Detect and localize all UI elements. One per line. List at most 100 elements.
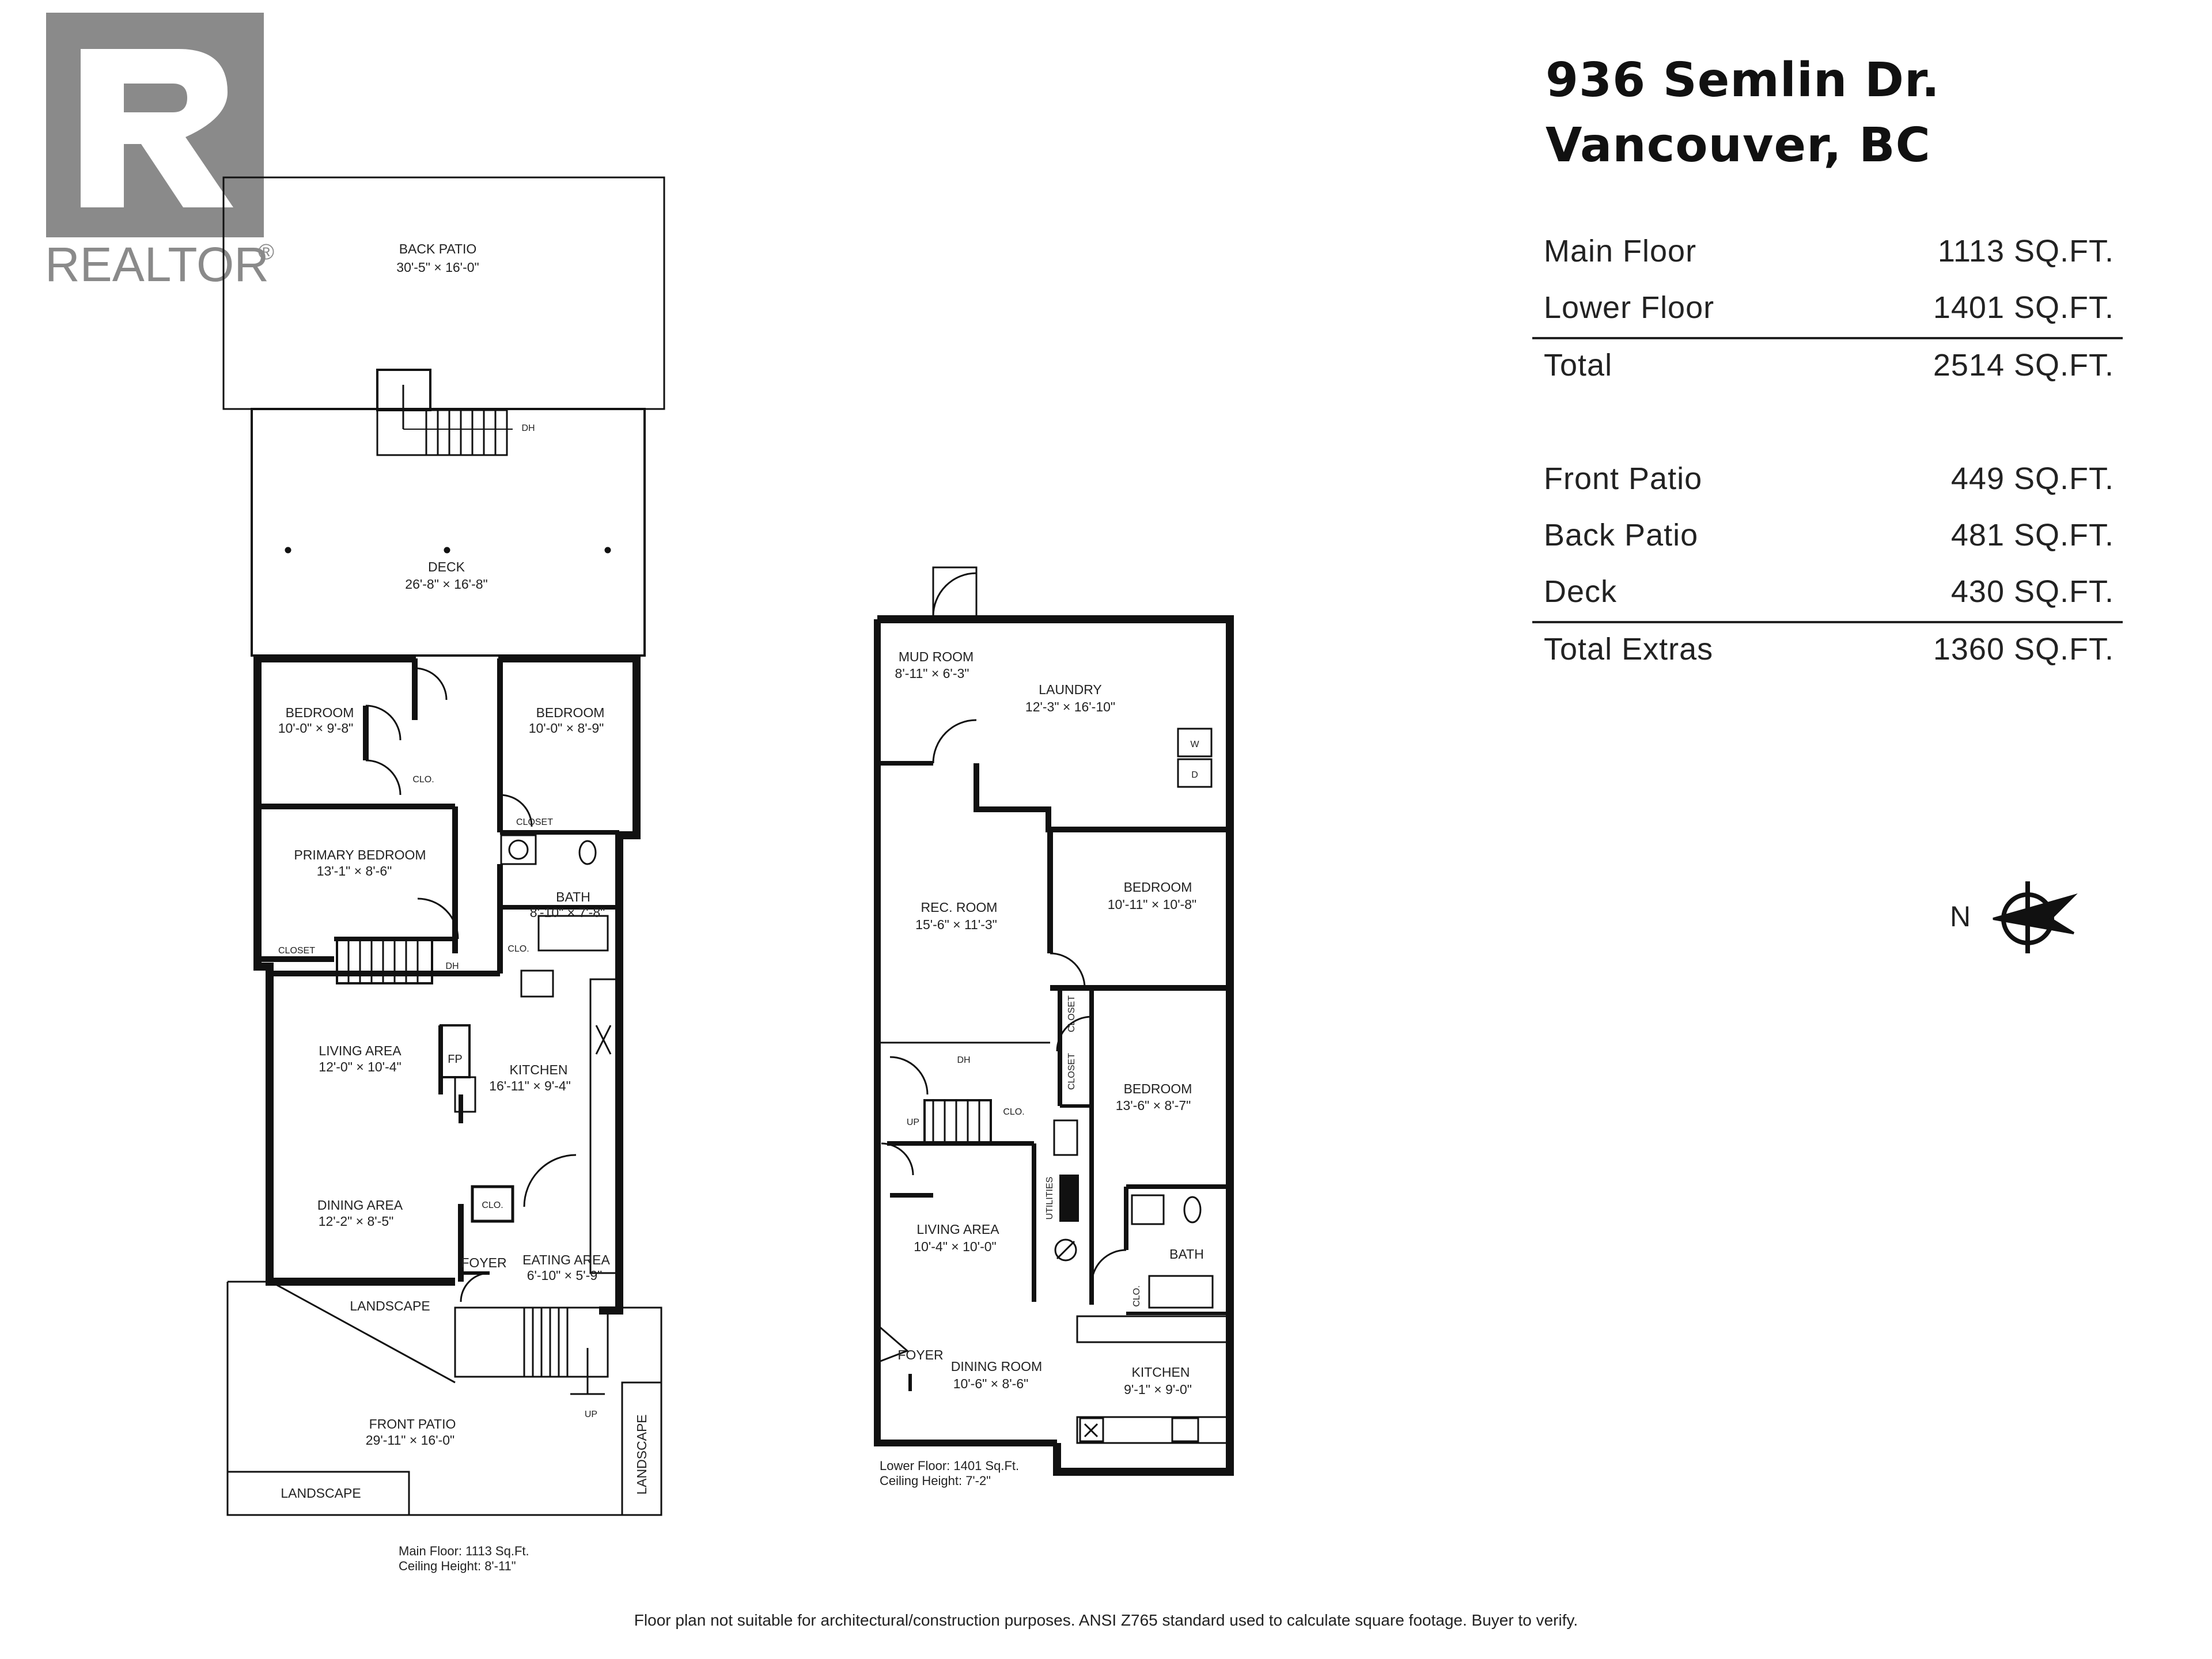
room-dimensions: 12'-2" × 8'-5" (319, 1214, 394, 1229)
room-dimensions: 8'-10" × 7'-8" (530, 905, 605, 920)
back-patio-outline (222, 176, 665, 410)
room-dimensions: 12'-3" × 16'-10" (1025, 699, 1115, 714)
room-dimensions: 12'-0" × 10'-4" (319, 1059, 401, 1074)
lower-floor-plan (874, 566, 1234, 1476)
disclaimer: Floor plan not suitable for architectura… (634, 1611, 1578, 1629)
lower-floor-ceiling: Ceiling Height: 7'-2" (880, 1474, 991, 1488)
foyer-label: FOYER (897, 1347, 943, 1362)
area-value: 1360 SQ.FT. (1933, 632, 2114, 666)
main-floor-caption: Main Floor: 1113 Sq.Ft. (399, 1544, 529, 1558)
area-row-front-patio: Front Patio 449 SQ.FT. (1538, 461, 2114, 513)
room-dimensions: 13'-1" × 8'-6" (317, 863, 392, 878)
room-label: PRIMARY BEDROOM (294, 847, 426, 862)
room-dimensions: 15'-6" × 11'-3" (915, 917, 997, 932)
main-floor-ceiling: Ceiling Height: 8'-11" (399, 1559, 516, 1573)
washer-label: W (1190, 740, 1199, 749)
area-row-lower-floor: Lower Floor 1401 SQ.FT. (1538, 290, 2114, 342)
room-label: REC. ROOM (921, 900, 998, 915)
room-dimensions: 8'-11" × 6'-3" (895, 666, 969, 681)
realtor-logo-text: REALTOR (45, 237, 269, 291)
room-label: DINING ROOM (951, 1359, 1042, 1374)
foyer-label: FOYER (461, 1255, 506, 1270)
area-label: Total (1544, 348, 1613, 382)
room-dimensions: 13'-6" × 8'-7" (1116, 1098, 1191, 1113)
fireplace-label: FP (448, 1053, 463, 1066)
area-label: Front Patio (1544, 461, 1703, 496)
room-dimensions: 29'-11" × 16'-0" (366, 1433, 454, 1448)
area-label: Main Floor (1544, 234, 1697, 268)
room-dimensions: 16'-11" × 9'-4" (489, 1078, 571, 1093)
room-label: EATING AREA (522, 1252, 610, 1267)
dh-label: DH (521, 423, 535, 433)
area-label: Back Patio (1544, 518, 1699, 552)
room-dimensions: 6'-10" × 5'-9" (527, 1268, 603, 1283)
address-line-1: 936 Semlin Dr. (1546, 53, 1940, 108)
room-label: BATH (556, 889, 590, 904)
room-dimensions: 10'-0" × 8'-9" (529, 721, 604, 736)
closet-label: CLOSET (1067, 995, 1077, 1032)
closet-label: CLOSET (278, 946, 315, 956)
dryer-label: D (1191, 770, 1198, 780)
room-label: BEDROOM (286, 705, 354, 720)
dh-label: DH (445, 961, 459, 971)
room-dimensions: 10'-11" × 10'-8" (1108, 897, 1196, 912)
room-label: BEDROOM (1124, 880, 1192, 895)
room-label: KITCHEN (510, 1062, 568, 1077)
landscape-label: LANDSCAPE (634, 1414, 649, 1494)
up-label: UP (907, 1118, 919, 1127)
room-label: MUD ROOM (899, 649, 974, 664)
area-value: 2514 SQ.FT. (1933, 348, 2114, 382)
area-row-main-floor: Main Floor 1113 SQ.FT. (1538, 233, 2114, 285)
area-label: Lower Floor (1544, 290, 1715, 325)
room-label: BEDROOM (536, 705, 605, 720)
area-label: Total Extras (1544, 632, 1714, 666)
divider (1532, 337, 2123, 339)
address-line-2: Vancouver, BC (1546, 118, 1931, 173)
area-value: 1113 SQ.FT. (1937, 234, 2114, 268)
closet-label: CLOSET (1067, 1053, 1077, 1090)
area-value: 430 SQ.FT. (1950, 574, 2114, 609)
area-value: 449 SQ.FT. (1950, 461, 2114, 496)
area-label: Deck (1544, 574, 1618, 609)
dh-label: DH (957, 1055, 970, 1065)
area-row-total-extras: Total Extras 1360 SQ.FT. (1538, 631, 2114, 683)
closet-label: CLO. (507, 944, 529, 954)
room-label: DINING AREA (317, 1198, 403, 1213)
closet-label: CLO. (1003, 1107, 1024, 1117)
room-dimensions: 10'-0" × 9'-8" (278, 721, 354, 736)
deck-outline (251, 408, 646, 657)
room-dimensions: 10'-4" × 10'-0" (914, 1239, 996, 1254)
closet-label: CLO. (482, 1200, 503, 1210)
compass-north-label: N (1950, 900, 1971, 933)
closet-label: CLOSET (516, 817, 553, 827)
closet-label: CLO. (412, 775, 434, 785)
room-dimensions: 9'-1" × 9'-0" (1124, 1382, 1192, 1397)
room-dimensions: 10'-6" × 8'-6" (953, 1376, 1029, 1391)
area-value: 1401 SQ.FT. (1933, 290, 2114, 325)
room-label: FRONT PATIO (369, 1416, 456, 1431)
realtor-logo: REALTOR ® (45, 13, 274, 291)
room-label: BATH (1169, 1247, 1204, 1262)
room-label: BACK PATIO (399, 241, 477, 256)
landscape-label: LANDSCAPE (281, 1486, 361, 1501)
area-row-total: Total 2514 SQ.FT. (1538, 347, 2114, 399)
room-label: BEDROOM (1124, 1081, 1192, 1096)
room-label: LIVING AREA (319, 1043, 402, 1058)
up-label: UP (585, 1410, 597, 1419)
room-label: DECK (428, 559, 465, 574)
lower-floor-caption: Lower Floor: 1401 Sq.Ft. (880, 1459, 1019, 1473)
area-row-deck: Deck 430 SQ.FT. (1538, 574, 2114, 626)
north-compass-icon (1993, 881, 2078, 953)
divider (1532, 621, 2123, 623)
main-floor-plan (222, 176, 665, 1516)
room-label: LAUNDRY (1039, 682, 1102, 697)
room-label: LIVING AREA (916, 1222, 999, 1237)
utilities-label: UTILITIES (1045, 1177, 1055, 1220)
landscape-label: LANDSCAPE (350, 1298, 430, 1313)
room-dimensions: 30'-5" × 16'-0" (396, 260, 479, 275)
room-label: KITCHEN (1132, 1365, 1190, 1380)
room-dimensions: 26'-8" × 16'-8" (405, 577, 487, 592)
closet-label: CLO. (1132, 1285, 1142, 1306)
area-row-back-patio: Back Patio 481 SQ.FT. (1538, 517, 2114, 569)
